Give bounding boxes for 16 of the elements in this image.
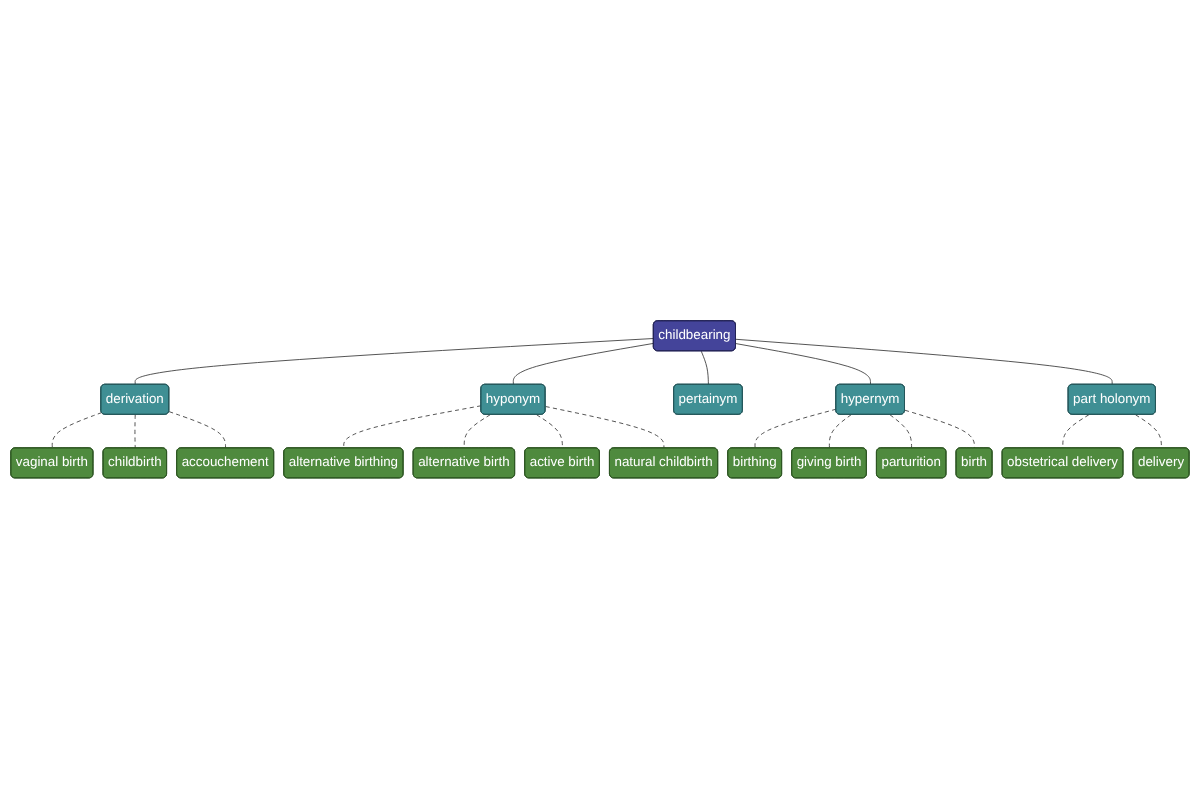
connector [536, 415, 563, 450]
connector [51, 412, 103, 450]
connector [545, 406, 665, 450]
connector [134, 338, 655, 386]
connector [889, 415, 913, 450]
connector [1135, 415, 1162, 450]
connector [735, 343, 871, 386]
connector [343, 406, 482, 450]
connector [735, 339, 1113, 386]
connector [828, 415, 852, 450]
connector [1062, 415, 1090, 450]
connector [700, 351, 709, 386]
connector [754, 409, 837, 450]
connector [904, 410, 975, 450]
connector [512, 343, 655, 386]
connector [463, 415, 491, 450]
